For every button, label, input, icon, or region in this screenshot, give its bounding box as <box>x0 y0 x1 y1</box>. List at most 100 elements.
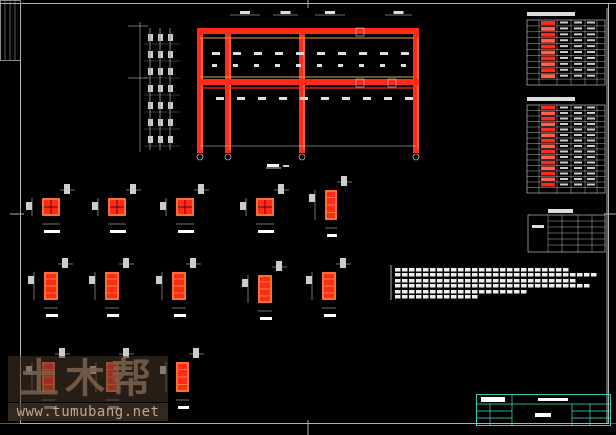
note-text <box>479 279 485 283</box>
note-text <box>535 284 541 288</box>
table-cell-text <box>560 161 568 164</box>
note-text <box>514 279 520 283</box>
table-cell-text <box>574 39 582 42</box>
note-text <box>514 290 520 294</box>
table-rebar-cell <box>541 68 555 73</box>
annotation-text <box>212 64 217 67</box>
note-text <box>409 268 415 272</box>
section-mark <box>148 68 153 75</box>
elevation-title <box>267 164 279 167</box>
table-cell-text <box>574 156 582 158</box>
note-text <box>395 268 401 272</box>
note-text <box>430 290 436 294</box>
section-label <box>276 261 282 271</box>
column-section-1 <box>92 184 141 233</box>
section-title <box>110 230 126 233</box>
table-rebar-cell <box>541 177 555 181</box>
note-text <box>409 290 415 294</box>
note-text <box>493 279 499 283</box>
table-cell-text <box>587 172 595 175</box>
table-rebar-cell <box>541 166 555 170</box>
table-cell-text <box>560 123 568 125</box>
section-label <box>59 348 65 358</box>
note-text <box>486 268 492 272</box>
note-text <box>458 284 464 288</box>
table-cell-text <box>587 45 595 48</box>
note-text <box>528 268 534 272</box>
note-text <box>549 268 555 272</box>
section-mark <box>158 102 163 109</box>
note-text <box>465 279 471 283</box>
section-stirrup <box>256 198 274 216</box>
table-cell-text <box>560 178 568 180</box>
annotation-text <box>216 97 224 100</box>
annotation-text <box>275 52 283 55</box>
annotation-text <box>212 52 220 55</box>
note-text <box>472 273 478 277</box>
note-text <box>584 273 590 277</box>
company-text <box>481 397 505 402</box>
annotation-text <box>258 97 266 100</box>
left-title-strip <box>0 0 21 61</box>
note-text <box>402 268 408 272</box>
table-cell-text <box>574 51 582 54</box>
note-text <box>563 273 569 277</box>
annotation-text <box>233 64 238 67</box>
beam-section-row2-0 <box>28 258 73 317</box>
annotation-text <box>401 52 409 55</box>
annotation-text <box>359 52 367 55</box>
note-text <box>437 295 443 299</box>
section-title <box>44 230 60 233</box>
annotation-text <box>359 64 364 67</box>
section-mark <box>168 119 173 126</box>
note-text <box>479 284 485 288</box>
note-text <box>528 273 534 277</box>
section-stirrup <box>325 190 337 220</box>
table-cell-text <box>574 56 582 59</box>
table-cell-text <box>587 167 595 169</box>
section-mark <box>158 68 163 75</box>
note-text <box>591 273 597 277</box>
note-text <box>444 279 450 283</box>
note-text <box>542 279 548 283</box>
table-cell-text <box>574 62 582 65</box>
table-cell-text <box>587 21 595 24</box>
note-text <box>507 290 513 294</box>
column-section-0 <box>26 184 75 233</box>
note-text <box>514 284 520 288</box>
section-label <box>309 194 315 202</box>
note-text <box>430 284 436 288</box>
note-text <box>563 268 569 272</box>
table-rebar-cell <box>541 161 555 165</box>
note-text <box>486 290 492 294</box>
table-rebar-cell <box>541 128 555 132</box>
grid-axis-bubble <box>196 153 204 161</box>
beam-section-row2-3 <box>242 261 287 320</box>
table-cell-text <box>574 139 582 142</box>
note-text <box>409 279 415 283</box>
note-text <box>402 279 408 283</box>
elevation-scale <box>283 165 289 167</box>
note-text <box>458 268 464 272</box>
note-text <box>465 284 471 288</box>
section-title <box>107 314 119 317</box>
title-block <box>476 394 611 426</box>
note-text <box>493 290 499 294</box>
table-cell-text <box>587 150 595 153</box>
section-title <box>178 230 194 233</box>
table-cell-text <box>560 128 568 131</box>
section-mark <box>148 85 153 92</box>
note-text <box>416 268 422 272</box>
note-text <box>423 295 429 299</box>
annotation-text <box>296 52 304 55</box>
table-cell-text <box>574 178 582 180</box>
note-text <box>430 268 436 272</box>
annotation-text <box>401 64 406 67</box>
table-cell-text <box>560 156 568 158</box>
table-cell-text <box>560 68 568 71</box>
table-cell-text <box>587 183 595 186</box>
annotation-text <box>275 64 280 67</box>
annotation-text <box>380 64 385 67</box>
note-text <box>507 268 513 272</box>
section-stirrup <box>172 272 186 300</box>
